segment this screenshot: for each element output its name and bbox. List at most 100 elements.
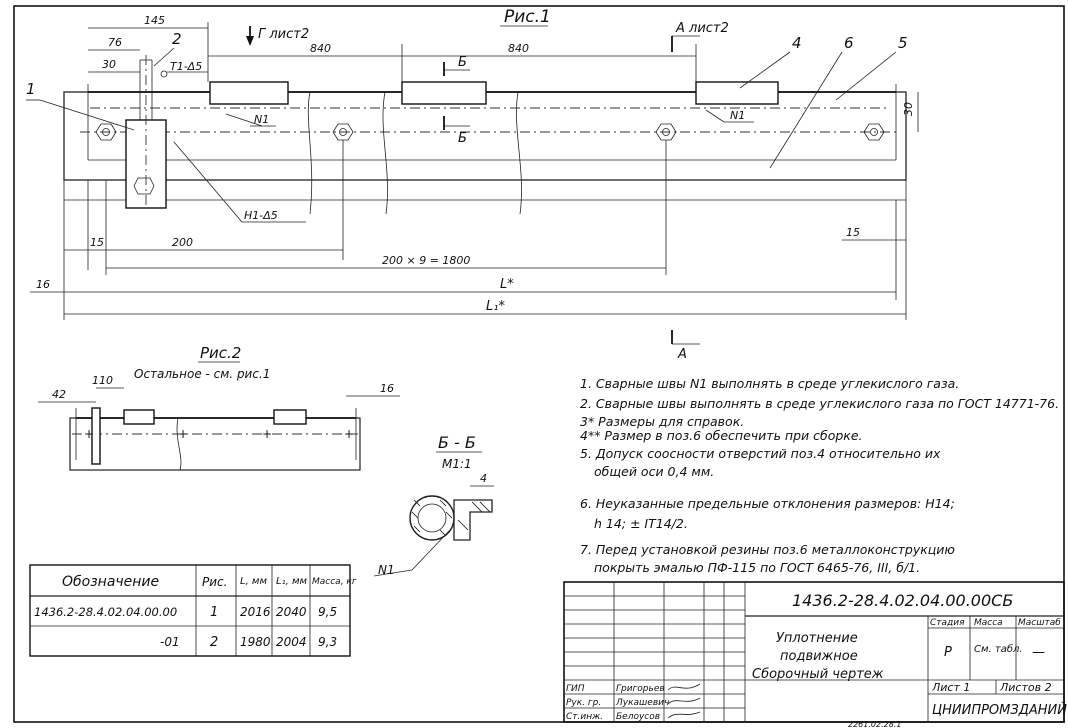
role: Рук. гр. xyxy=(566,698,601,708)
role: ГИП xyxy=(566,684,585,694)
fig2-title: Рис.2 xyxy=(200,344,241,362)
spec-cell: 2004 xyxy=(276,635,307,649)
stage-value: Р xyxy=(944,645,952,660)
note-line: 7. Перед установкой резины поз.6 металло… xyxy=(580,542,955,557)
weld-symbol-top: Т1-Δ5 xyxy=(170,60,202,73)
callout-2: 2 xyxy=(172,30,182,48)
note-line: 5. Допуск соосности отверстий поз.4 отно… xyxy=(580,446,941,461)
dim-145: 145 xyxy=(144,14,165,27)
spec-cell: 9,5 xyxy=(318,605,337,619)
dim-16: 16 xyxy=(36,278,50,291)
drawing-name-2: подвижное xyxy=(780,649,858,664)
spec-cell: 1436.2-28.4.02.04.00.00 xyxy=(34,605,177,619)
drawing-name-3: Сборочный чертеж xyxy=(752,667,884,682)
spec-cell: 9,3 xyxy=(318,635,337,649)
section-a-top-label: А лист2 xyxy=(675,21,729,36)
weld-symbol-bottom: Н1-Δ5 xyxy=(244,209,278,222)
spec-cell: 2016 xyxy=(240,605,271,619)
section-a-bottom-label: А xyxy=(677,347,687,362)
drawing-name-1: Уплотнение xyxy=(776,631,858,646)
fig2-note: Остальное - см. рис.1 xyxy=(134,367,270,381)
svg-text:+: + xyxy=(84,427,94,441)
section-bb-scale: М1:1 xyxy=(442,457,472,471)
dim-30-vertical: 30 xyxy=(902,102,915,116)
spec-cell: -01 xyxy=(160,635,180,649)
spec-cell: 1 xyxy=(210,605,218,620)
drawing-code: 1436.2-28.4.02.04.00.00СБ xyxy=(792,591,1013,610)
organization: ЦНИИПРОМЗДАНИЙ xyxy=(932,702,1067,718)
sleeve xyxy=(695,81,779,105)
section-hatch xyxy=(411,499,453,537)
sleeve xyxy=(401,81,487,105)
note-line: покрыть эмалью ПФ-115 по ГОСТ 6465-76, I… xyxy=(594,560,920,575)
fig2-dim-42: 42 xyxy=(52,388,66,401)
fig2-dim-110: 110 xyxy=(92,374,113,387)
bolt xyxy=(95,123,117,141)
callout-6: 6 xyxy=(844,34,854,52)
figure-2: Рис.2 Остальное - см. рис.1 + + + + 42 1… xyxy=(38,344,400,471)
callout-1: 1 xyxy=(26,80,36,98)
section-b-bottom-label: Б xyxy=(458,131,467,146)
spec-header: L₁, мм xyxy=(276,576,307,587)
stage-label: Стадия xyxy=(930,618,965,628)
dim-200x9: 200 × 9 = 1800 xyxy=(382,254,470,267)
dim-200: 200 xyxy=(172,236,193,249)
sheet-number: Лист 1 xyxy=(931,681,970,694)
spec-cell: 1980 xyxy=(240,635,271,649)
signature xyxy=(667,711,701,719)
spec-header: L, мм xyxy=(240,576,267,587)
fig1-title: Рис.1 xyxy=(504,7,551,27)
section-g-label: Г лист2 xyxy=(258,27,309,42)
dim-76: 76 xyxy=(108,36,122,49)
section-bb-weld: N1 xyxy=(378,563,395,577)
role: Ст.инж. xyxy=(566,712,603,722)
title-block: 1436.2-28.4.02.04.00.00СБ Уплотнение под… xyxy=(563,581,1067,723)
svg-text:+: + xyxy=(178,427,188,441)
signature xyxy=(667,683,701,691)
spec-header: Обозначение xyxy=(62,574,159,590)
main-bar xyxy=(63,91,907,181)
dim-30: 30 xyxy=(102,58,116,71)
callout-5: 5 xyxy=(898,34,908,52)
figure-1: Рис.1 xyxy=(26,7,919,362)
svg-text:+: + xyxy=(262,427,272,441)
note-line: 6. Неуказанные предельные отклонения раз… xyxy=(580,496,955,511)
section-bb-title: Б - Б xyxy=(438,433,476,452)
spec-table: Обозначение Рис. L, мм L₁, мм Масса, кг … xyxy=(29,564,357,657)
spec-cell: 2 xyxy=(210,635,218,650)
mass-value: См. табл. xyxy=(974,643,1023,655)
signer-name: Белоусов xyxy=(616,712,660,722)
dim-840-right: 840 xyxy=(508,42,529,55)
spec-cell: 2040 xyxy=(276,605,307,619)
dim-L: L* xyxy=(500,277,514,292)
fig2-dim-16: 16 xyxy=(380,382,394,395)
sleeve xyxy=(209,81,289,105)
mass-label: Масса xyxy=(974,618,1003,628)
sheet-frame xyxy=(13,5,1065,723)
spec-header: Рис. xyxy=(202,575,227,589)
bolt xyxy=(863,123,885,141)
dim-15-right: 15 xyxy=(846,226,860,239)
technical-notes: 1. Сварные швы N1 выполнять в среде угле… xyxy=(580,376,1059,575)
svg-text:+: + xyxy=(344,427,354,441)
dim-840-left: 840 xyxy=(310,42,331,55)
bolt xyxy=(655,123,677,141)
note-line: 3* Размеры для справок. xyxy=(580,414,744,429)
note-line: общей оси 0,4 мм. xyxy=(594,464,714,479)
weld-mark: N1 xyxy=(730,109,745,122)
section-bb-dim: 4 xyxy=(480,472,487,485)
sheets-total: Листов 2 xyxy=(999,681,1052,694)
callout-4: 4 xyxy=(792,34,802,52)
signer-name: Лукашевич xyxy=(615,698,669,708)
scale-label: Масштаб xyxy=(1018,618,1061,628)
dim-15-left: 15 xyxy=(90,236,104,249)
section-b-top-label: Б xyxy=(458,55,467,70)
note-line: 2. Сварные швы выполнять в среде углекис… xyxy=(580,396,1059,411)
note-line: 1. Сварные швы N1 выполнять в среде угле… xyxy=(580,376,959,391)
spec-header: Масса, кг xyxy=(312,577,357,587)
dim-L1: L₁* xyxy=(486,299,505,314)
section-b-b: Б - Б М1:1 4 N1 xyxy=(373,433,494,577)
signer-name: Григорьев xyxy=(616,684,665,694)
signature xyxy=(667,697,701,705)
